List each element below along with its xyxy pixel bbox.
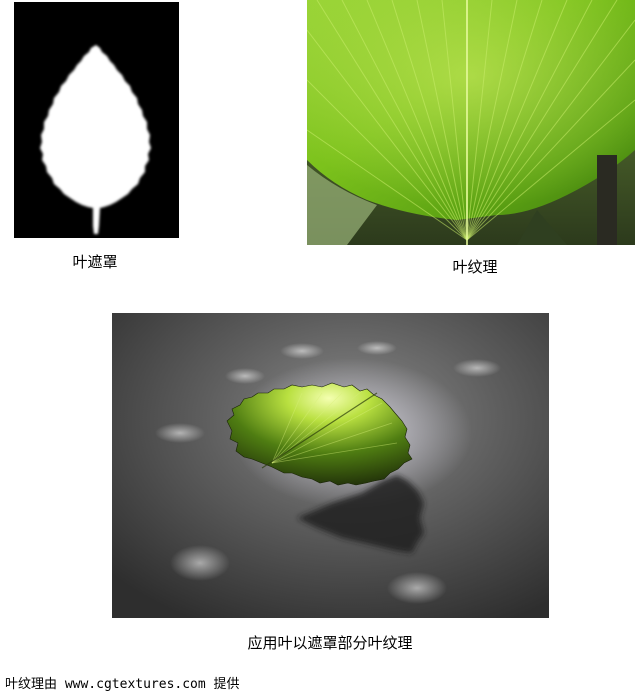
result-render-image [112, 313, 549, 618]
leaf-mask-caption: 叶遮罩 [72, 253, 118, 271]
result-render-caption: 应用叶以遮罩部分叶纹理 [247, 634, 413, 652]
result-render-svg [112, 313, 549, 618]
leaf-texture-svg [306, 0, 635, 245]
leaf-shadow [297, 475, 424, 553]
leaf-texture-caption: 叶纹理 [452, 258, 498, 276]
leaf-mask-shape [40, 45, 151, 234]
leaf-mask-svg [14, 2, 179, 238]
leaf-texture-image [306, 0, 635, 245]
masked-leaf [226, 382, 413, 486]
texture-credit: 叶纹理由 www.cgtextures.com 提供 [5, 677, 240, 692]
leaf-mask-image [14, 2, 179, 238]
